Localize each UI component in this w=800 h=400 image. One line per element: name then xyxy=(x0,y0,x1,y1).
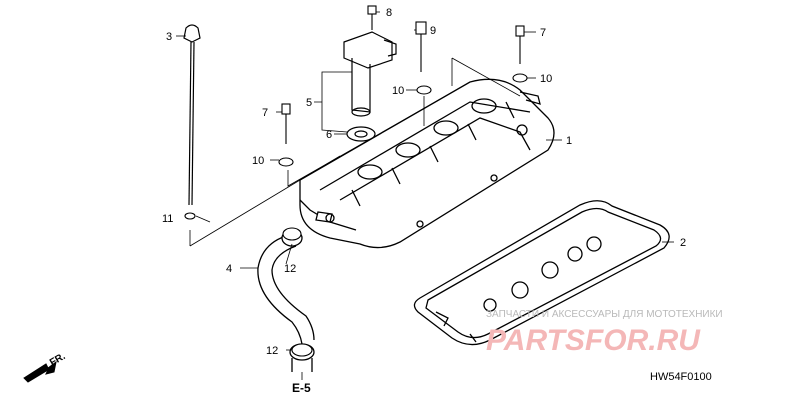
callout-12-lower: 12 xyxy=(266,345,278,357)
watermark-brand: PARTSFOR.RU xyxy=(486,324,701,357)
callout-2: 2 xyxy=(680,237,686,249)
partsfor-watermark: ЗАПЧАСТИ И АКСЕССУАРЫ ДЛЯ МОТОТЕХНИКИ PA… xyxy=(486,309,723,357)
callout-3: 3 xyxy=(166,31,172,43)
callout-11: 11 xyxy=(162,213,173,225)
callout-labels: 3 11 5 6 7 10 8 9 10 7 10 1 2 4 12 12 xyxy=(162,7,686,357)
callout-7-left: 7 xyxy=(262,107,268,119)
callout-12-upper: 12 xyxy=(284,263,296,275)
callout-10-right: 10 xyxy=(540,73,552,85)
leader-lines xyxy=(176,11,674,380)
callout-5: 5 xyxy=(306,97,312,109)
bolts-and-washers xyxy=(184,5,528,357)
callout-8: 9 xyxy=(430,25,436,37)
direction-label: FR. xyxy=(48,351,68,369)
watermark-tagline: ЗАПЧАСТИ И АКСЕССУАРЫ ДЛЯ МОТОТЕХНИКИ xyxy=(486,309,723,320)
plug-seal xyxy=(346,126,376,142)
callout-10-left: 10 xyxy=(252,155,264,167)
drawing-code: HW54F0100 xyxy=(650,371,712,383)
callout-1: 1 xyxy=(566,135,572,147)
callout-4: 4 xyxy=(226,263,232,275)
ignition-coil xyxy=(343,31,397,117)
front-direction-arrow: FR. xyxy=(23,351,68,383)
callout-10-mid: 10 xyxy=(392,85,404,97)
cylinder-head-cover xyxy=(299,78,555,249)
callout-6: 6 xyxy=(326,129,332,141)
callout-9: 8 xyxy=(386,7,392,19)
cover-gasket xyxy=(413,200,670,346)
section-reference: E-5 xyxy=(292,381,311,395)
oil-dipstick xyxy=(183,24,201,206)
callout-7-right: 7 xyxy=(540,27,546,39)
